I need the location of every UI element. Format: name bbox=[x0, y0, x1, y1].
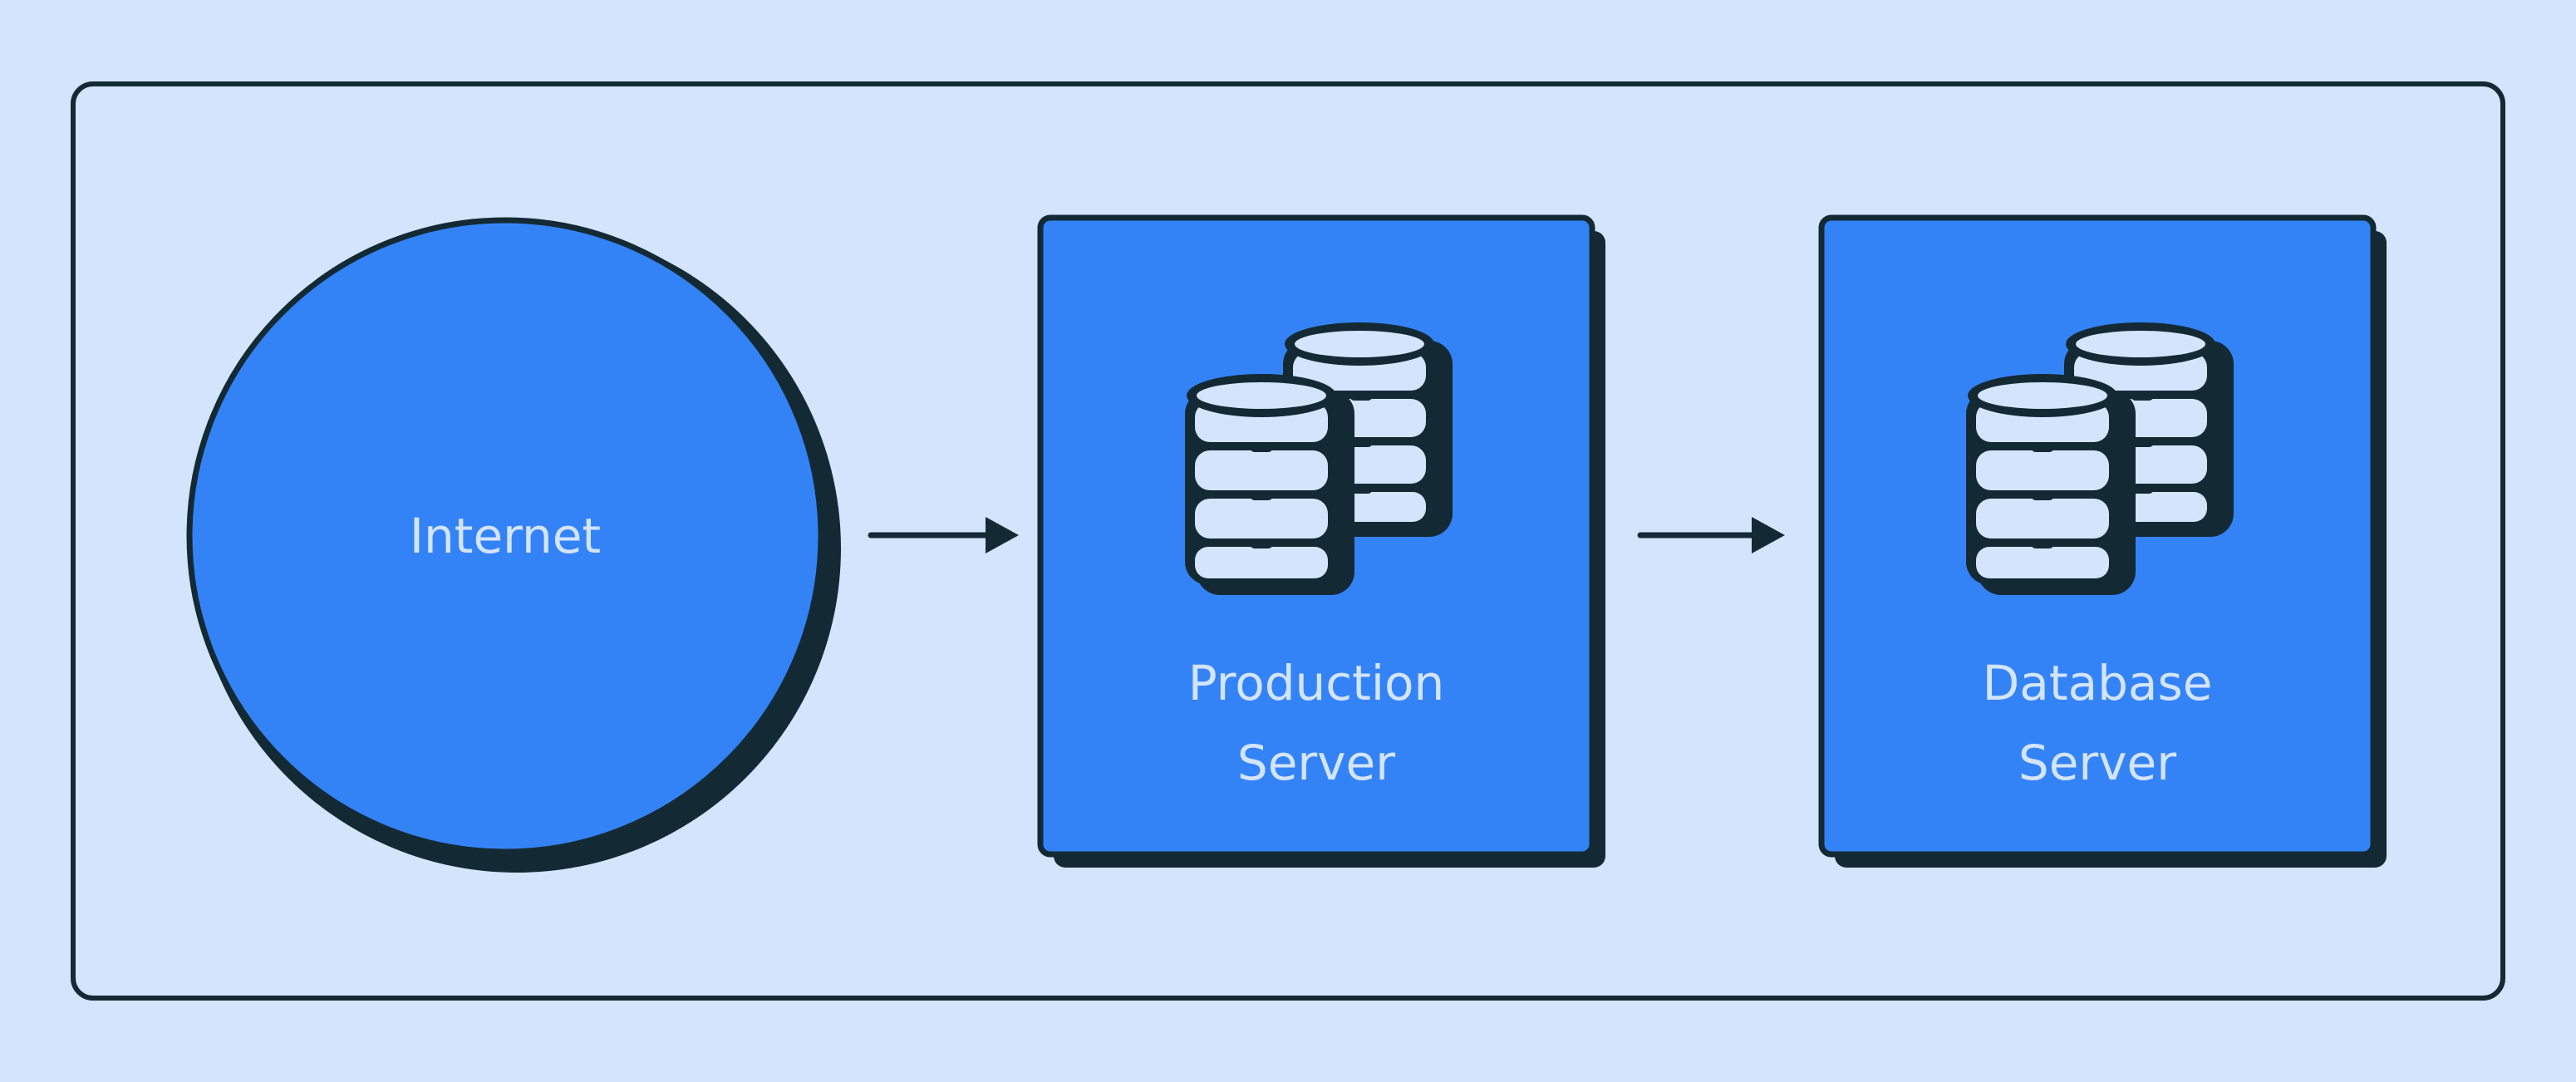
arrow-production-to-database bbox=[1637, 517, 1785, 553]
internet-label: Internet bbox=[410, 508, 601, 564]
production-server-label-line2: Server bbox=[1237, 735, 1395, 791]
database-server-node: Database Server bbox=[1818, 214, 2387, 868]
production-server-node: Production Server bbox=[1037, 214, 1605, 868]
arrow-internet-to-production bbox=[868, 517, 1019, 553]
internet-node: Internet bbox=[186, 217, 841, 873]
internet-circle bbox=[186, 217, 824, 855]
database-server-label-line2: Server bbox=[2018, 735, 2176, 791]
database-server-label-line1: Database bbox=[1983, 655, 2213, 711]
production-server-label-line1: Production bbox=[1188, 655, 1445, 711]
outer-frame bbox=[71, 81, 2505, 1001]
